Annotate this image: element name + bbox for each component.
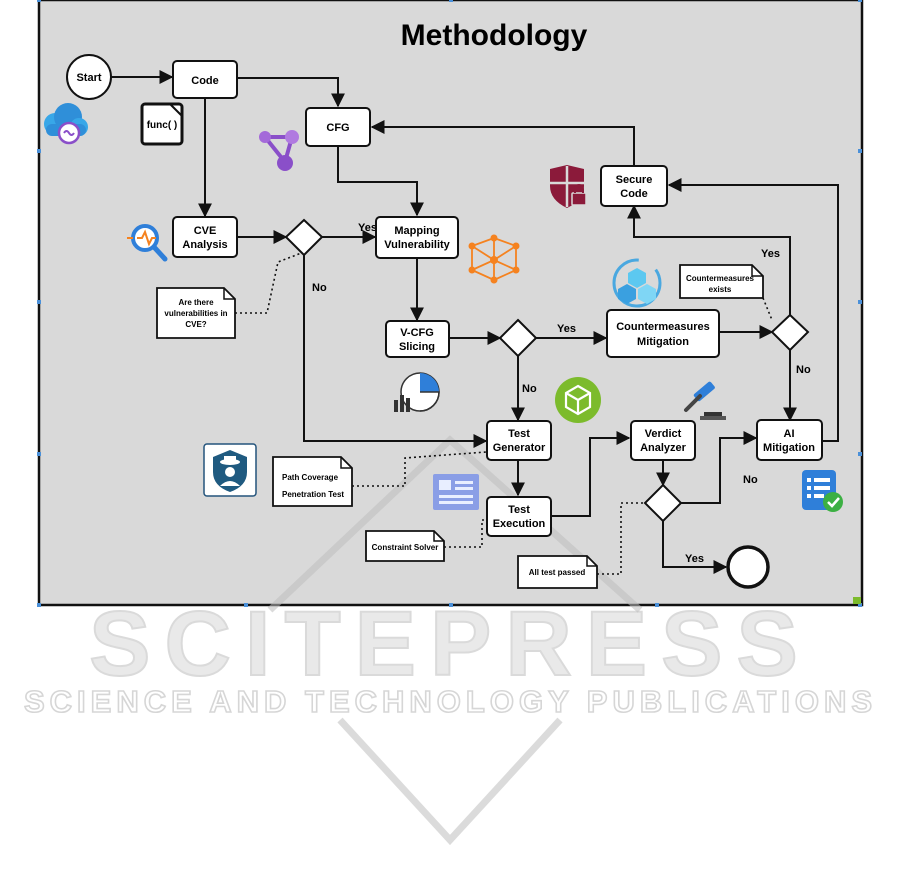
edge-label-no-ai: No xyxy=(796,364,811,376)
decision-countermeasures xyxy=(770,313,810,352)
end-node xyxy=(726,545,770,589)
verdict-line-1: Verdict xyxy=(645,428,682,440)
countermeasures-mitigation-node: Countermeasures Mitigation xyxy=(606,309,720,358)
ai-mitigation-node: AI Mitigation xyxy=(756,419,823,461)
cve-analysis-node: CVE Analysis xyxy=(172,216,238,258)
mapping-line-1: Mapping xyxy=(394,225,439,237)
annotation-links xyxy=(235,251,773,575)
note-all-test-passed: All test passed xyxy=(517,555,598,589)
note-vuln-line-1: Are there xyxy=(178,298,214,307)
note-are-there-vulnerabilities: Are there vulnerabilities in CVE? xyxy=(156,287,236,339)
start-node: Start xyxy=(66,54,112,100)
watermark-subtitle: SCIENCE AND TECHNOLOGY PUBLICATIONS xyxy=(23,683,878,720)
cloud-icon xyxy=(44,103,88,145)
note-path-coverage-line-2: Penetration Test xyxy=(282,490,344,499)
test-generator-node: Test Generator xyxy=(486,420,552,461)
connectors xyxy=(111,70,839,574)
cfg-node: CFG xyxy=(305,107,371,147)
selection-handles xyxy=(37,0,862,607)
countermeasures-line-1: Countermeasures xyxy=(616,321,710,333)
form-icon xyxy=(433,474,479,510)
test-execution-node: Test Execution xyxy=(486,496,552,537)
vcfg-line-2: Slicing xyxy=(399,341,435,353)
ai-mitigation-line-1: AI xyxy=(784,428,795,440)
ai-mitigation-line-2: Mitigation xyxy=(763,442,815,454)
edge-label-yes-countermeasures: Yes xyxy=(557,323,576,335)
edge-label-yes-mapping: Yes xyxy=(358,222,377,234)
test-generator-line-1: Test xyxy=(508,428,530,440)
edge-label-no-slicing: No xyxy=(522,383,537,395)
cubes-ring-icon xyxy=(612,258,662,308)
search-chart-icon xyxy=(127,224,168,262)
package-icon xyxy=(555,377,601,423)
cve-analysis-line-2: Analysis xyxy=(182,239,227,251)
edge-label-yes-end: Yes xyxy=(685,553,704,565)
pie-chart-icon xyxy=(394,372,440,412)
note-vuln-line-2: vulnerabilities in xyxy=(164,309,227,318)
watermark-scitepress: SCITEPRESS xyxy=(88,592,812,696)
note-all-test-passed-text: All test passed xyxy=(529,568,586,577)
decision-vulnerabilities xyxy=(284,218,324,257)
verdict-line-2: Analyzer xyxy=(640,442,687,454)
note-path-coverage-line-1: Path Coverage xyxy=(282,473,339,482)
test-execution-line-2: Execution xyxy=(493,518,546,530)
decision-slicing xyxy=(498,318,538,358)
spy-shield-icon xyxy=(203,443,257,497)
cfg-label: CFG xyxy=(326,122,349,134)
checklist-icon xyxy=(802,470,843,512)
func-icon: func( ) xyxy=(140,102,184,146)
note-constraint-solver: Constraint Solver xyxy=(365,530,445,562)
shield-lock-icon xyxy=(550,165,587,208)
gavel-icon xyxy=(684,381,726,420)
edge-label-no-testgen: No xyxy=(312,282,327,294)
verdict-analyzer-node: Verdict Analyzer xyxy=(630,420,696,461)
secure-code-line-1: Secure xyxy=(616,174,653,186)
edge-label-no-verdict: No xyxy=(743,474,758,486)
vcfg-slicing-node: V-CFG Slicing xyxy=(385,320,450,358)
func-label: func( ) xyxy=(147,120,178,131)
secure-code-node: Secure Code xyxy=(600,165,668,207)
countermeasures-line-2: Mitigation xyxy=(637,336,689,348)
cve-analysis-line-1: CVE xyxy=(194,225,217,237)
decision-verdict xyxy=(643,483,683,523)
share-nodes-icon xyxy=(259,130,299,171)
note-countermeasures-line-1: Countermeasures xyxy=(686,274,755,283)
note-countermeasures-exists: Countermeasures exists xyxy=(679,264,764,299)
edge-label-yes-secure: Yes xyxy=(761,248,780,260)
network-cube-icon xyxy=(468,234,520,284)
start-label: Start xyxy=(76,72,101,84)
test-generator-line-2: Generator xyxy=(493,442,546,454)
vcfg-line-1: V-CFG xyxy=(400,327,434,339)
mapping-line-2: Vulnerability xyxy=(384,239,450,251)
test-execution-line-1: Test xyxy=(508,504,530,516)
code-node: Code xyxy=(172,60,238,99)
note-countermeasures-line-2: exists xyxy=(709,285,732,294)
secure-code-line-2: Code xyxy=(620,188,648,200)
code-label: Code xyxy=(191,75,219,87)
corner-marker xyxy=(853,597,861,604)
note-path-coverage: Path Coverage Penetration Test xyxy=(272,456,353,507)
note-vuln-line-3: CVE? xyxy=(185,320,206,329)
note-constraint-solver-text: Constraint Solver xyxy=(372,543,439,552)
diagram-title: Methodology xyxy=(401,19,588,52)
mapping-vulnerability-node: Mapping Vulnerability xyxy=(375,216,459,259)
